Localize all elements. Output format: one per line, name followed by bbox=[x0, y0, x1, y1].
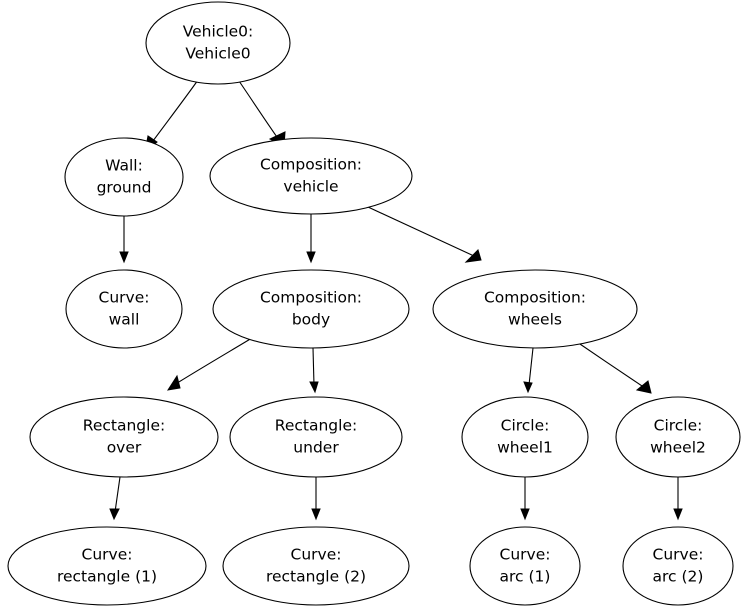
node-label-line2: vehicle bbox=[283, 178, 338, 196]
node-label-line1: Composition: bbox=[484, 289, 586, 307]
node-label-line1: Composition: bbox=[260, 289, 362, 307]
node-ellipse bbox=[622, 526, 734, 606]
edge-line bbox=[149, 79, 199, 146]
node-ellipse bbox=[212, 269, 410, 349]
node-label-line1: Wall: bbox=[105, 157, 143, 175]
edge-line bbox=[114, 476, 121, 513]
node-label-line1: Circle: bbox=[501, 417, 550, 435]
node-ellipse bbox=[29, 396, 219, 478]
arrowhead-icon bbox=[119, 251, 129, 264]
node-ellipse bbox=[469, 526, 581, 606]
graph-edge-circle_wheel1-to-curve_arc_1 bbox=[520, 477, 530, 521]
arrowhead-icon bbox=[109, 508, 120, 521]
node-ellipse bbox=[209, 137, 413, 215]
graph-edge-wall_ground-to-curve_wall bbox=[119, 216, 129, 264]
arrowhead-icon bbox=[309, 381, 319, 394]
node-label-line2: wheels bbox=[508, 311, 562, 329]
edge-line bbox=[238, 80, 280, 141]
arrowhead-icon bbox=[166, 374, 181, 391]
edge-line bbox=[367, 206, 475, 257]
node-label-line2: wall bbox=[109, 311, 140, 329]
graph-edge-composition_wheels-to-circle_wheel1 bbox=[523, 347, 534, 394]
node-label-line1: Circle: bbox=[654, 417, 703, 435]
node-ellipse bbox=[7, 526, 207, 606]
graph-node-curve_arc_1[interactable]: Curve: arc (1) bbox=[469, 526, 581, 606]
arrowhead-icon bbox=[673, 508, 683, 521]
graph-edge-rectangle_over-to-curve_rectangle_1 bbox=[109, 476, 121, 521]
graph-node-wall_ground[interactable]: Wall: ground bbox=[64, 137, 184, 217]
graph-node-composition_vehicle[interactable]: Composition: vehicle bbox=[209, 137, 413, 215]
edge-line bbox=[528, 347, 534, 386]
graph-edge-composition_wheels-to-circle_wheel2 bbox=[576, 341, 652, 394]
node-label-line2: arc (2) bbox=[653, 568, 704, 586]
node-label-line2: rectangle (2) bbox=[266, 568, 366, 586]
arrowhead-icon bbox=[523, 381, 533, 394]
graph-node-circle_wheel1[interactable]: Circle: wheel1 bbox=[461, 396, 589, 478]
graph-edge-circle_wheel2-to-curve_arc_2 bbox=[673, 477, 683, 521]
node-label-line1: Rectangle: bbox=[83, 417, 165, 435]
node-label-line1: Composition: bbox=[260, 156, 362, 174]
graph-node-rectangle_over[interactable]: Rectangle: over bbox=[29, 396, 219, 478]
node-label-line1: Curve: bbox=[82, 546, 133, 564]
node-label-line2: rectangle (1) bbox=[57, 568, 157, 586]
node-label-line1: Curve: bbox=[653, 546, 704, 564]
graph-node-curve_rectangle_1[interactable]: Curve: rectangle (1) bbox=[7, 526, 207, 606]
node-label-line1: Curve: bbox=[291, 546, 342, 564]
node-ellipse bbox=[64, 137, 184, 217]
node-label-line2: body bbox=[292, 311, 330, 329]
edge-line bbox=[312, 347, 315, 386]
graph-node-curve_rectangle_2[interactable]: Curve: rectangle (2) bbox=[222, 526, 410, 606]
arrowhead-icon bbox=[306, 251, 316, 264]
node-label-line2: wheel2 bbox=[650, 439, 706, 457]
node-label-line2: ground bbox=[97, 179, 152, 197]
node-label-line1: Curve: bbox=[99, 289, 150, 307]
graph-edge-composition_body-to-rectangle_under bbox=[309, 347, 319, 394]
node-ellipse bbox=[229, 396, 403, 478]
arrowhead-icon bbox=[520, 508, 530, 521]
node-ellipse bbox=[222, 526, 410, 606]
node-label-line2: wheel1 bbox=[497, 439, 553, 457]
node-label-line2: Vehicle0 bbox=[185, 45, 250, 63]
graph-node-rectangle_under[interactable]: Rectangle: under bbox=[229, 396, 403, 478]
graph-edge-vehicle0-to-composition_vehicle bbox=[238, 80, 286, 147]
graph-edge-vehicle0-to-wall_ground bbox=[144, 79, 199, 154]
node-ellipse bbox=[145, 1, 291, 85]
edge-line bbox=[576, 341, 646, 389]
nodes-layer: Vehicle0:Vehicle0Wall:groundComposition:… bbox=[7, 1, 741, 606]
graph-node-curve_wall[interactable]: Curve: wall bbox=[65, 269, 183, 349]
node-ellipse bbox=[65, 269, 183, 349]
node-label-line2: over bbox=[107, 439, 142, 457]
node-ellipse bbox=[432, 269, 638, 349]
graph-edge-composition_vehicle-to-composition_body bbox=[306, 214, 316, 264]
graph-node-composition_body[interactable]: Composition: body bbox=[212, 269, 410, 349]
node-label-line2: under bbox=[293, 439, 339, 457]
node-label-line1: Rectangle: bbox=[275, 417, 357, 435]
arrowhead-icon bbox=[311, 508, 321, 521]
node-label-line1: Curve: bbox=[500, 546, 551, 564]
arrowhead-icon bbox=[464, 249, 482, 263]
graph-node-circle_wheel2[interactable]: Circle: wheel2 bbox=[615, 396, 741, 478]
graph-edge-composition_body-to-rectangle_over bbox=[166, 337, 253, 391]
graph-node-curve_arc_2[interactable]: Curve: arc (2) bbox=[622, 526, 734, 606]
graph-node-vehicle0[interactable]: Vehicle0: Vehicle0 bbox=[145, 1, 291, 85]
graph-edge-composition_vehicle-to-composition_wheels bbox=[367, 206, 482, 263]
node-label-line2: arc (1) bbox=[500, 568, 551, 586]
graph-edge-rectangle_under-to-curve_rectangle_2 bbox=[311, 477, 321, 521]
node-ellipse bbox=[461, 396, 589, 478]
node-label-line1: Vehicle0: bbox=[183, 23, 254, 41]
graph-node-composition_wheels[interactable]: Composition: wheels bbox=[432, 269, 638, 349]
node-ellipse bbox=[615, 396, 741, 478]
arrowhead-icon bbox=[635, 380, 652, 394]
edge-line bbox=[173, 337, 253, 386]
